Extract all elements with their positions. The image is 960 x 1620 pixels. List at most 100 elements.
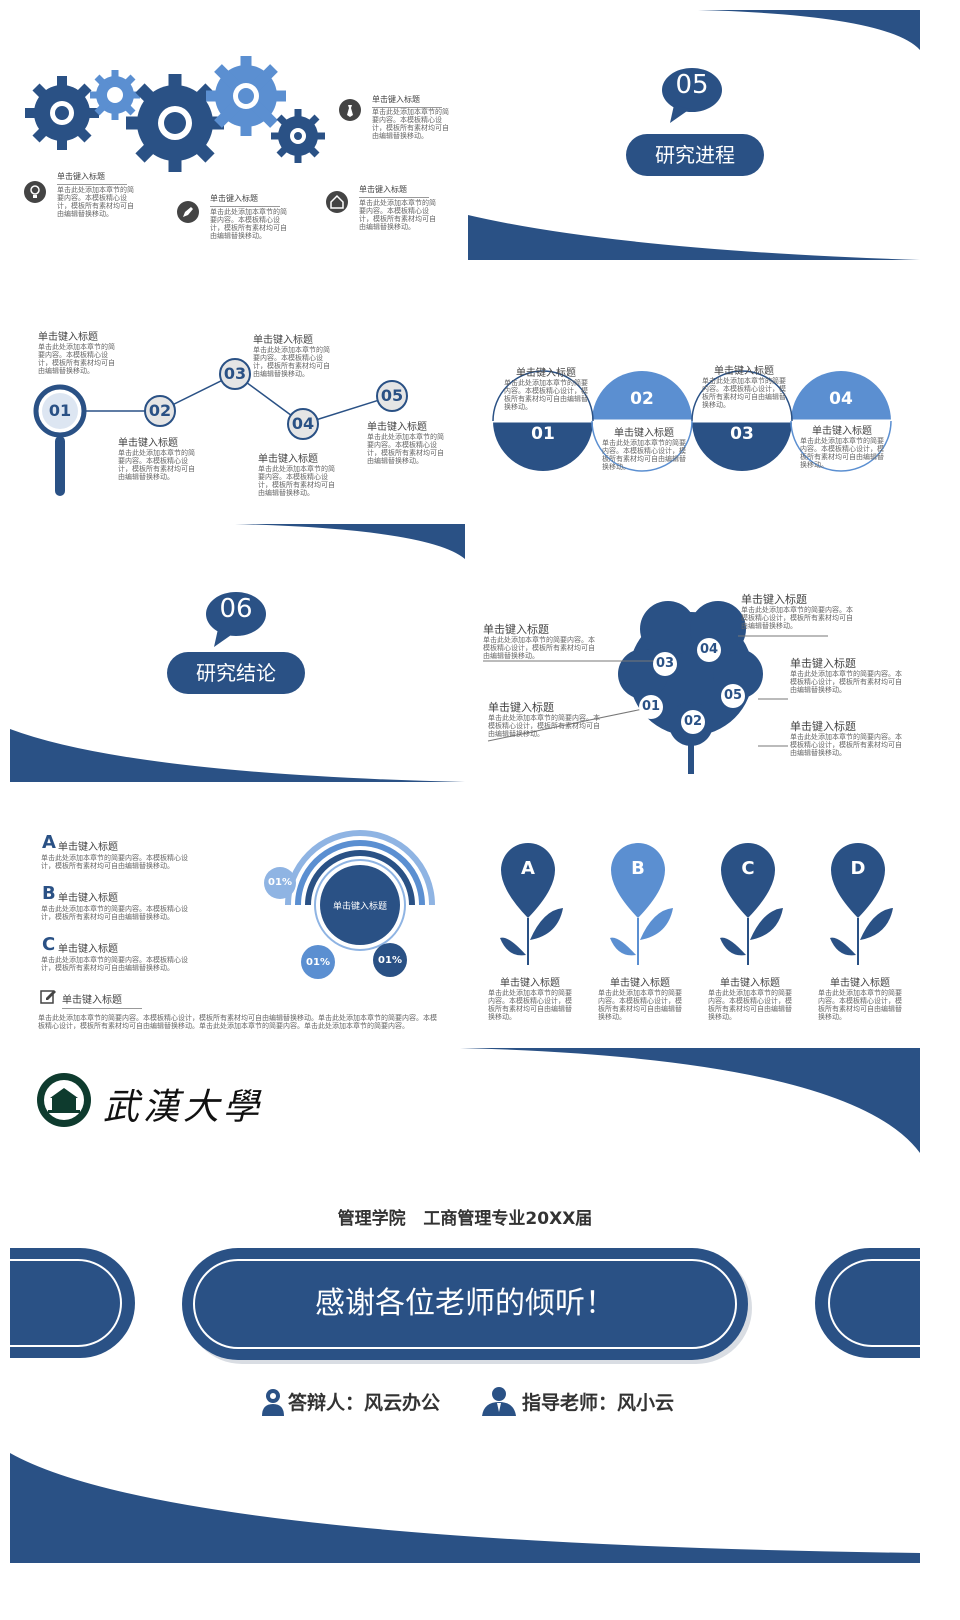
gear-icon: [206, 56, 286, 136]
pin-b: [610, 843, 673, 965]
step-body: 单击此处添加本章节的简要内容。本模板精心设计，模板所有素材均可自由编辑替换移动。: [38, 343, 115, 375]
pin-letter: D: [850, 858, 866, 879]
branch-body: 单击此处添加本章节的简要内容。本模板精心设计，模板所有素材均可自由编辑替换移动。: [790, 733, 902, 757]
step-number: 03: [730, 424, 754, 444]
pin-letter: B: [631, 858, 645, 879]
pin-body: 单击此处添加本章节的简要内容。本模板精心设计，模板所有素材均可自由编辑替换移动。: [818, 989, 902, 1021]
slide-tree: 01 02 03 04 05 单击键入标题 单击此处添加本章节的简要内容。本模板…: [468, 524, 920, 782]
pin-title: 单击键入标题: [830, 978, 890, 989]
section-title: 研究进程: [626, 134, 764, 176]
step-title: 单击键入标题: [812, 426, 872, 437]
section-number: 05: [675, 70, 709, 100]
item-title: 单击键入标题: [57, 171, 127, 185]
section-title: 研究结论: [167, 652, 305, 694]
step-title: 单击键入标题: [118, 438, 178, 449]
step-number: 02: [148, 401, 172, 420]
branch-title: 单击键入标题: [483, 623, 549, 636]
step-number: 02: [630, 389, 654, 409]
pin-title: 单击键入标题: [500, 978, 560, 989]
ring-percent: 01%: [378, 955, 402, 966]
item-title: 单击键入标题: [359, 184, 429, 198]
gear-icon: [90, 70, 140, 120]
branch-body: 单击此处添加本章节的简要内容。本模板精心设计，模板所有素材均可自由编辑替换移动。: [790, 670, 902, 694]
pin-title: 单击键入标题: [720, 978, 780, 989]
letter-b: B: [42, 883, 56, 904]
branch-body: 单击此处添加本章节的简要内容。本模板精心设计，模板所有素材均可自由编辑替换移动。: [741, 606, 853, 630]
step-body: 单击此处添加本章节的简要内容。本模板精心设计，模板所有素材均可自由编辑替换移动。: [602, 439, 686, 471]
item-body: 单击此处添加本章节的简要内容。本模板精心设计，模板所有素材均可自由编辑替换移动。: [210, 208, 287, 240]
tie-icon: [339, 99, 361, 121]
pin-d: [830, 843, 893, 965]
step-body: 单击此处添加本章节的简要内容。本模板精心设计，模板所有素材均可自由编辑替换移动。: [504, 379, 588, 411]
speech-bubble: [206, 592, 266, 647]
branch-title: 单击键入标题: [741, 593, 807, 606]
section-number: 06: [219, 594, 253, 624]
step-title: 单击键入标题: [714, 366, 774, 377]
university-seal-icon: [37, 1073, 91, 1127]
step-title: 单击键入标题: [367, 422, 427, 433]
letter-a: A: [42, 832, 56, 853]
item-body: 单击此处添加本章节的简要内容。本模板精心设计，模板所有素材均可自由编辑替换移动。: [372, 108, 449, 140]
tree-number: 02: [683, 714, 703, 729]
list-title: 单击键入标题: [58, 944, 118, 955]
step-number: 05: [380, 386, 404, 405]
step-body: 单击此处添加本章节的简要内容。本模板精心设计，模板所有素材均可自由编辑替换移动。: [702, 377, 786, 409]
tree-number: 05: [723, 688, 743, 703]
item-body: 单击此处添加本章节的简要内容。本模板精心设计，模板所有素材均可自由编辑替换移动。: [57, 186, 134, 218]
advisor-line: 指导老师：风小云: [522, 1392, 675, 1414]
step-number: 01: [531, 424, 555, 444]
tree-number: 04: [699, 642, 719, 657]
list-body: 单击此处添加本章节的简要内容。本模板精心设计，模板所有素材均可自由编辑替换移动。: [41, 905, 188, 921]
slide-section-06: 06 研究结论: [10, 524, 465, 782]
pins-graphic: [500, 843, 893, 965]
branch-body: 单击此处添加本章节的简要内容。本模板精心设计，模板所有素材均可自由编辑替换移动。: [488, 714, 600, 738]
tree-number: 03: [655, 656, 675, 671]
step-body: 单击此处添加本章节的简要内容。本模板精心设计，模板所有素材均可自由编辑替换移动。: [253, 346, 330, 378]
pin-letter: C: [741, 858, 755, 879]
pen-icon: [177, 201, 199, 223]
step-title: 单击键入标题: [614, 428, 674, 439]
tree-graphic: [483, 601, 828, 774]
advisor-icon: [482, 1387, 516, 1416]
item-title: 单击键入标题: [210, 193, 280, 207]
slide-ending: 武漢大學 管理学院 工商管理专业20XX届 感谢各位老师的倾听！ 答辩人：风云办…: [10, 1048, 920, 1563]
timeline-graphic: [33, 358, 408, 496]
branch-title: 单击键入标题: [790, 720, 856, 733]
pin-body: 单击此处添加本章节的简要内容。本模板精心设计，模板所有素材均可自由编辑替换移动。: [708, 989, 792, 1021]
corner-swoosh: [10, 524, 465, 782]
step-body: 单击此处添加本章节的简要内容。本模板精心设计，模板所有素材均可自由编辑替换移动。: [258, 465, 335, 497]
item-body: 单击此处添加本章节的简要内容。本模板精心设计，模板所有素材均可自由编辑替换移动。: [359, 199, 436, 231]
ending-swooshes: [10, 1048, 920, 1563]
step-body: 单击此处添加本章节的简要内容。本模板精心设计，模板所有素材均可自由编辑替换移动。: [367, 433, 444, 465]
summary-body: 单击此处添加本章节的简要内容。本模板精心设计，模板所有素材均可自由编辑替换移动。…: [38, 1014, 437, 1030]
step-number: 03: [223, 364, 247, 383]
slide-semicircles: 01 02 03 04 单击键入标题 单击此处添加本章节的简要内容。本模板精心设…: [468, 266, 920, 516]
presenter-line: 答辩人：风云办公: [288, 1392, 441, 1414]
list-title: 单击键入标题: [58, 893, 118, 904]
step-title: 单击键入标题: [38, 332, 98, 343]
speech-bubble: [662, 68, 722, 123]
list-title: 单击键入标题: [62, 991, 142, 1009]
pin-c: [720, 843, 783, 965]
presenter-icon: [262, 1389, 284, 1416]
pin-letter: A: [521, 858, 535, 879]
ring-center-label: 单击键入标题: [332, 902, 387, 912]
gear-icon: [25, 76, 99, 150]
step-number: 01: [48, 401, 72, 420]
item-title: 单击键入标题: [372, 94, 442, 108]
ring-percent: 01%: [268, 877, 292, 888]
home-icon: [326, 191, 348, 213]
gear-icon: [126, 74, 224, 172]
ring-graphic: [264, 830, 435, 979]
thanks-banner: 感谢各位老师的倾听！: [315, 1286, 615, 1321]
branch-body: 单击此处添加本章节的简要内容。本模板精心设计，模板所有素材均可自由编辑替换移动。: [483, 636, 595, 660]
pin-title: 单击键入标题: [610, 978, 670, 989]
gear-icon: [271, 109, 325, 163]
step-title: 单击键入标题: [516, 368, 576, 379]
semicircle-graphic: [492, 370, 892, 472]
tree-number: 01: [641, 699, 661, 714]
list-body: 单击此处添加本章节的简要内容。本模板精心设计，模板所有素材均可自由编辑替换移动。: [41, 956, 188, 972]
ring-percent: 01%: [306, 957, 330, 968]
slide-pins: A B C D 单击键入标题 单击此处添加本章节的简要内容。本模板精心设计，模板…: [468, 790, 920, 1040]
slide-timeline: 01 02 03 04 05 单击键入标题 单击此处添加本章节的简要内容。本模板…: [10, 266, 465, 516]
